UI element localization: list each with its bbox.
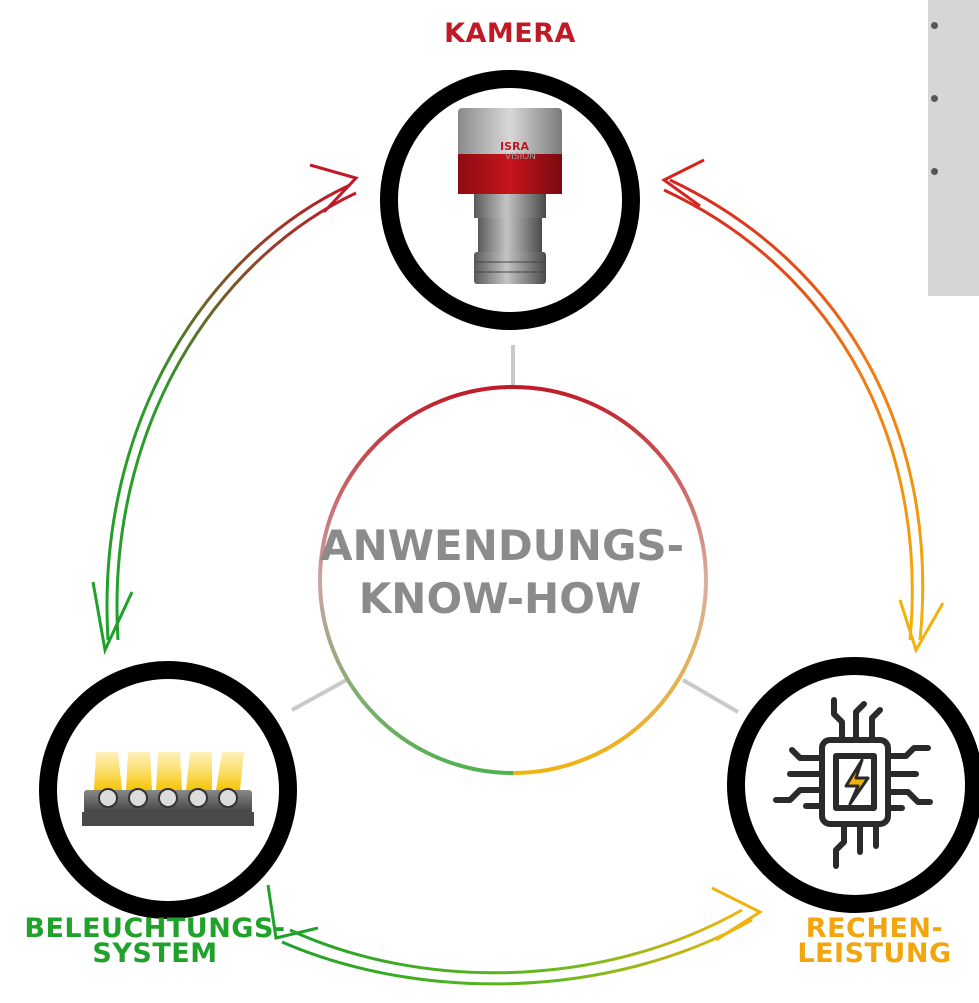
lighting-label-line1: BELEUCHTUNGS- [24, 913, 286, 944]
center-title-line2: KNOW-HOW [358, 573, 642, 623]
connector-lighting [291, 676, 351, 712]
side-panel [928, 0, 979, 296]
center-circle [318, 385, 708, 775]
camera-node: ISRA VISION [380, 70, 640, 330]
bullet-3 [931, 168, 938, 175]
arrow-camera-to-compute [661, 158, 945, 654]
compute-label-line1: RECHEN- [805, 913, 944, 944]
center-title-line1: ANWENDUNGS- [320, 521, 685, 570]
compute-label-line2: LEISTUNG [797, 938, 952, 969]
lighting-label-line2: SYSTEM [92, 938, 218, 969]
arrow-compute-lighting [266, 884, 764, 986]
center-title: ANWENDUNGS- KNOW-HOW [320, 520, 685, 625]
compute-node [727, 657, 979, 913]
bullet-2 [931, 95, 938, 102]
connector-compute [681, 678, 740, 714]
camera-brand-vision: VISION [505, 152, 536, 162]
compute-label: RECHEN- LEISTUNG [770, 915, 979, 967]
cpu-chip-lightning-icon [773, 697, 933, 869]
camera-label: KAMERA [444, 18, 576, 49]
camera-brand-isra: ISRA [500, 140, 529, 153]
bullet-1 [931, 22, 938, 29]
lighting-label: BELEUCHTUNGS- SYSTEM [0, 915, 310, 967]
industrial-camera-icon: ISRA VISION [458, 108, 562, 284]
arrow-lighting-to-camera [91, 163, 359, 655]
led-light-bar-icon [82, 752, 254, 826]
lighting-node [39, 661, 297, 919]
